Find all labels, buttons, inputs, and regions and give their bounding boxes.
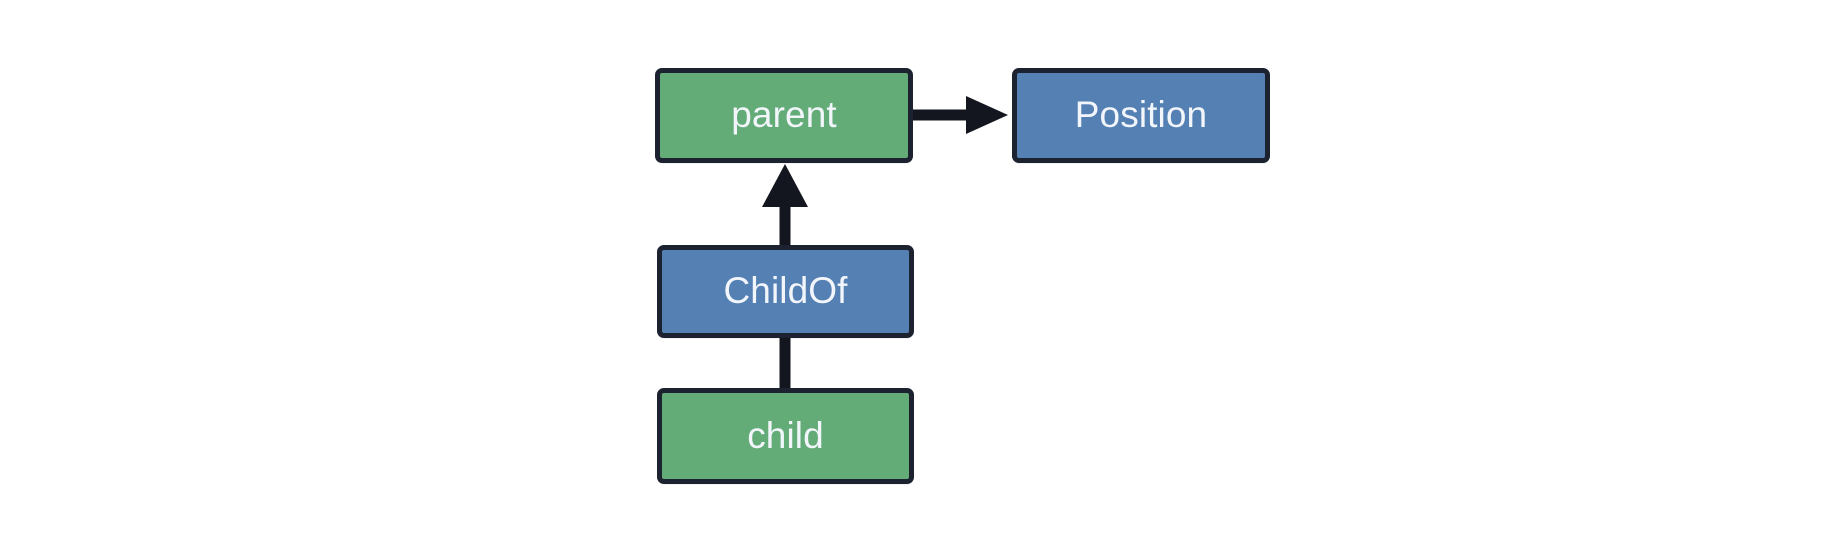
node-child[interactable]: child xyxy=(657,388,914,484)
node-parent-label: parent xyxy=(731,94,837,135)
node-childof[interactable]: ChildOf xyxy=(657,245,914,338)
node-position[interactable]: Position xyxy=(1012,68,1270,163)
edge-parent-to-position xyxy=(912,96,1008,134)
node-parent[interactable]: parent xyxy=(655,68,913,163)
node-childof-label: ChildOf xyxy=(723,270,848,311)
edge-childof-to-parent xyxy=(762,164,808,246)
node-child-label: child xyxy=(747,414,824,456)
arrowhead-right-icon xyxy=(966,96,1008,134)
arrowhead-up-icon xyxy=(762,164,808,207)
node-position-label: Position xyxy=(1074,94,1208,135)
